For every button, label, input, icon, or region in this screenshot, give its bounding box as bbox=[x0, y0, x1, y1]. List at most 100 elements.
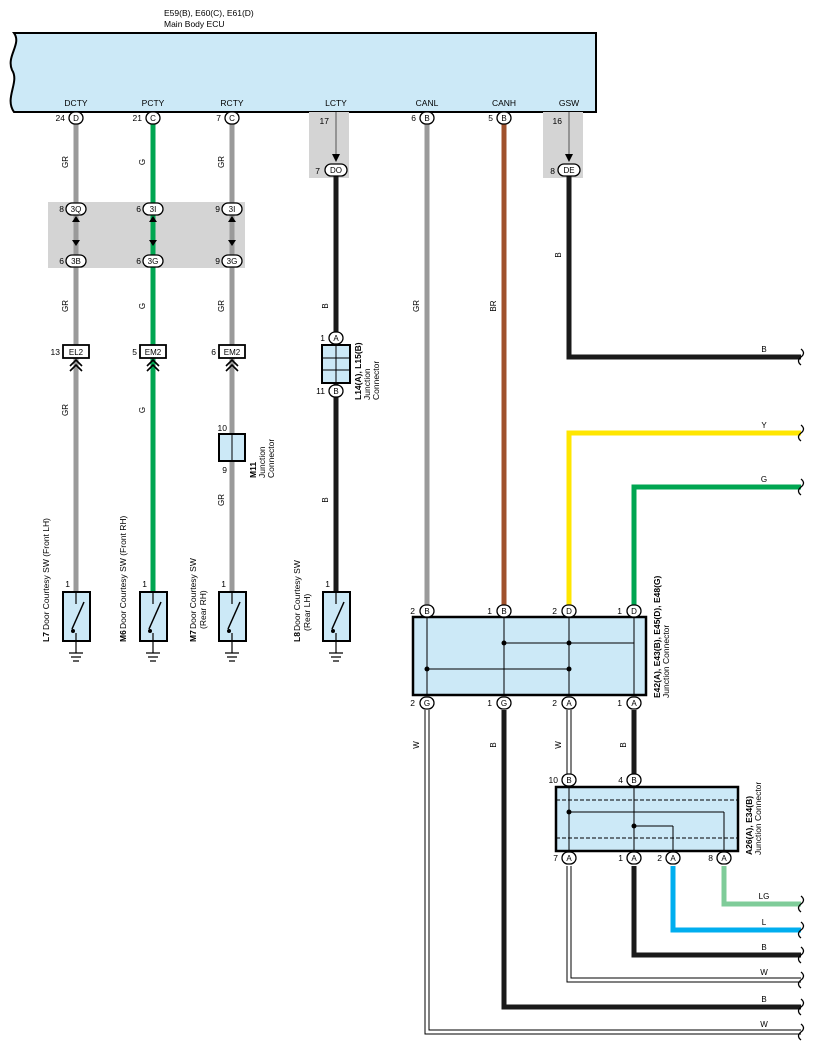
pin-number: 6 bbox=[411, 113, 416, 123]
pin-number: 1 bbox=[65, 579, 70, 589]
wire-label: G bbox=[138, 159, 147, 165]
m11-line2: Connector bbox=[266, 439, 276, 478]
pin-connector: C bbox=[150, 114, 156, 123]
wire-label: B bbox=[554, 252, 563, 257]
wire-blue bbox=[670, 866, 801, 933]
output-label: Y bbox=[761, 421, 767, 430]
pin-connector: D bbox=[631, 607, 637, 616]
signal-dcty: DCTY bbox=[64, 98, 87, 108]
inline-pair-pcty: 6 3I 6 3G bbox=[136, 202, 164, 268]
pin-connector: A bbox=[333, 334, 339, 343]
door-switches: 1 L7 Door Courtesy SW (Front LH) 1 M6 Do… bbox=[41, 515, 351, 662]
pin-connector: 3I bbox=[150, 205, 157, 214]
l14-line2: Connector bbox=[371, 361, 381, 400]
switch-name-line2: (Rear RH) bbox=[198, 590, 208, 629]
wire-black-jc2 bbox=[631, 866, 801, 958]
wire-yellow bbox=[566, 430, 801, 606]
junction-connector-e42: 2 B 1 B 2 D 1 D 2 G 1 G 2 A 1 A E42(A), … bbox=[410, 575, 671, 710]
m11-line1: Junction bbox=[257, 446, 267, 478]
pin-number: 1 bbox=[221, 579, 226, 589]
switch-code: M6 bbox=[118, 630, 128, 642]
wire-color-labels: GR GR GR G G G GR GR GR B B GR BR B W B … bbox=[61, 156, 628, 749]
pin-number: 24 bbox=[56, 113, 66, 123]
pin-number: 1 bbox=[325, 579, 330, 589]
pin-number: 13 bbox=[51, 347, 61, 357]
wire-label: GR bbox=[217, 300, 226, 312]
splice-em2-pcty: 5 EM2 bbox=[132, 344, 167, 372]
ecu-pin: 6 B bbox=[411, 111, 435, 125]
wire-label: GR bbox=[217, 156, 226, 168]
jc2-caption: Junction Connector bbox=[753, 782, 763, 855]
splice-em2-rcty: 6 EM2 bbox=[211, 344, 246, 372]
l14-code: L14(A), L15(B) bbox=[353, 342, 363, 400]
pin-connector: 3G bbox=[227, 257, 238, 266]
pin-connector: B bbox=[631, 776, 636, 785]
pin-number: 16 bbox=[553, 116, 563, 126]
splice-el2: 13 EL2 bbox=[51, 344, 90, 372]
jc2-code: A26(A), E34(B) bbox=[744, 796, 754, 855]
pin-connector: C bbox=[229, 114, 235, 123]
pin-number: 5 bbox=[132, 347, 137, 357]
pin-number: 7 bbox=[315, 166, 320, 176]
pin-number: 2 bbox=[410, 698, 415, 708]
switch-name-line2: (Rear LH) bbox=[302, 594, 312, 631]
pin-number: 6 bbox=[59, 256, 64, 266]
right-output-labels: B Y G LG L B W B W bbox=[759, 345, 770, 1029]
output-label: W bbox=[760, 968, 768, 977]
wire-label: B bbox=[321, 303, 330, 308]
signal-rcty: RCTY bbox=[220, 98, 243, 108]
inline-connector-de: 8 DE bbox=[550, 163, 581, 177]
pin-connector: 3G bbox=[148, 257, 159, 266]
wire-label: GR bbox=[412, 300, 421, 312]
wire-green bbox=[631, 484, 801, 606]
pin-connector: 3I bbox=[229, 205, 236, 214]
ecu-pin: 5 B bbox=[488, 111, 512, 125]
pin-connector: B bbox=[333, 387, 338, 396]
output-label: LG bbox=[759, 892, 770, 901]
switch-code: L7 bbox=[41, 632, 51, 642]
wire-label: W bbox=[412, 741, 421, 749]
wire-label: G bbox=[138, 303, 147, 309]
pin-connector: B bbox=[501, 114, 506, 123]
pin-number: 10 bbox=[218, 423, 228, 433]
inline-connector-pairs: 8 3Q 6 3B 6 3I 6 3G 9 3I 9 3G bbox=[59, 202, 243, 268]
pin-connector: 3Q bbox=[71, 205, 82, 214]
signal-lcty: LCTY bbox=[325, 98, 347, 108]
junction-connector-m11: 10 9 M11 Junction Connector bbox=[218, 423, 276, 478]
wire-gsw bbox=[566, 176, 801, 360]
wire-black-long bbox=[501, 710, 801, 1010]
pin-number: 8 bbox=[550, 166, 555, 176]
pin-number: 2 bbox=[657, 853, 662, 863]
pin-connector: G bbox=[501, 699, 507, 708]
pin-number: 1 bbox=[142, 579, 147, 589]
pin-connector: G bbox=[424, 699, 430, 708]
switch-name: Door Courtesy SW (Front RH) bbox=[118, 515, 128, 629]
pin-connector: DE bbox=[563, 166, 574, 175]
pin-connector: A bbox=[566, 699, 572, 708]
pin-number: 1 bbox=[618, 853, 623, 863]
pin-number: 9 bbox=[215, 204, 220, 214]
main-body-ecu bbox=[9, 32, 597, 113]
switch-code: L8 bbox=[292, 632, 302, 642]
switch-name: Door Courtesy SW bbox=[292, 560, 302, 631]
ecu-pins: 24 D 21 C 7 C 17 6 B 5 B bbox=[56, 111, 573, 162]
splice-connectors: 13 EL2 5 EM2 6 EM2 bbox=[51, 344, 246, 372]
inline-pair-rcty: 9 3I 9 3G bbox=[215, 202, 243, 268]
pin-number: 10 bbox=[549, 775, 559, 785]
ecu-pin: 21 C bbox=[133, 111, 161, 125]
splice-label: EM2 bbox=[145, 348, 162, 357]
pin-number: 1 bbox=[487, 606, 492, 616]
pin-connector: A bbox=[631, 699, 637, 708]
pin-connector: A bbox=[670, 854, 676, 863]
wire-label: G bbox=[138, 407, 147, 413]
output-label: G bbox=[761, 475, 767, 484]
pin-number: 4 bbox=[618, 775, 623, 785]
pin-connector: B bbox=[501, 607, 506, 616]
pin-number: 9 bbox=[215, 256, 220, 266]
pin-number: 9 bbox=[222, 465, 227, 475]
wire-label: GR bbox=[61, 300, 70, 312]
pin-number: 6 bbox=[211, 347, 216, 357]
pin-connector: B bbox=[566, 776, 571, 785]
wire-label: GR bbox=[61, 404, 70, 416]
ecu-pin: 16 bbox=[553, 112, 573, 162]
